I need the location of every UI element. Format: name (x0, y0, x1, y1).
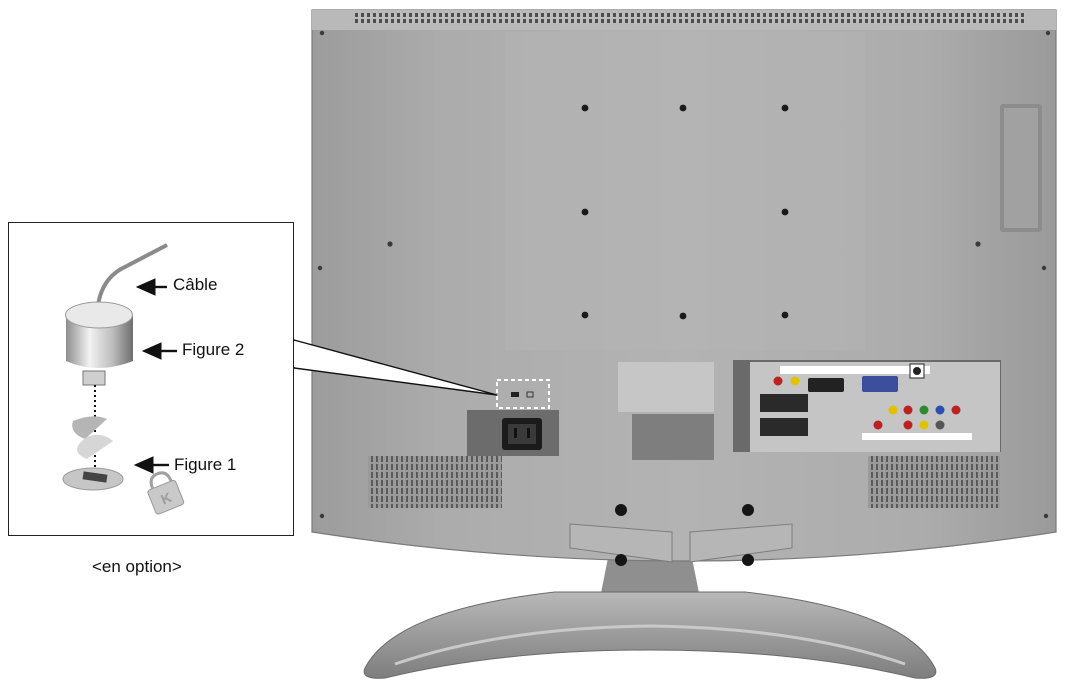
kensington-lock-illustration: K (62, 243, 185, 515)
right-vent-grille (868, 456, 1000, 508)
lock-strap (62, 416, 124, 491)
label-cable: Câble (173, 275, 218, 294)
left-vent-grille (368, 456, 502, 508)
edge-screws (317, 30, 1051, 519)
power-inlet (467, 410, 559, 456)
label-optional: <en option> (92, 557, 182, 576)
stand-neck (510, 504, 853, 575)
arrow-icons (133, 278, 177, 474)
cable-line (95, 243, 168, 320)
label-figure-1: Figure 1 (174, 455, 237, 474)
callout-pointer (292, 339, 498, 396)
label-plates (618, 362, 714, 460)
label-figure-2: Figure 2 (182, 340, 245, 359)
kensington-lock-inset: K (8, 222, 294, 536)
padlock-icon: K (147, 471, 185, 515)
vesa-mount-holes (581, 104, 789, 320)
kensington-slot (496, 379, 550, 409)
lock-cylinder (65, 301, 133, 386)
connector-panel (733, 360, 1001, 452)
